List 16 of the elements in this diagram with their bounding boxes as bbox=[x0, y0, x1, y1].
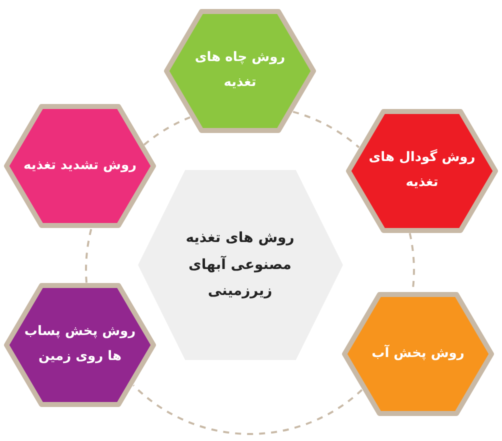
hexagon-node bbox=[4, 104, 156, 228]
dashed-ring-arc bbox=[143, 116, 190, 146]
node-label: روش چاه های تغذیه bbox=[194, 49, 286, 92]
node-label: روش پخش آب bbox=[372, 344, 464, 363]
hexagon-node bbox=[4, 283, 156, 407]
node-label: روش گودال های تغذیه bbox=[368, 148, 476, 192]
node-label: روش تشدید تغذیه bbox=[23, 156, 137, 175]
dashed-ring-arc bbox=[292, 110, 360, 148]
hexagon-node bbox=[164, 9, 316, 133]
node-label: روش پخش پساب ها روی زمین bbox=[23, 323, 137, 366]
hexagon-node bbox=[342, 292, 494, 416]
hexagon-node bbox=[138, 170, 342, 360]
node-label: روش های تغذیه مصنوعی آبهای زیرزمینی bbox=[184, 229, 296, 302]
dashed-ring-arc bbox=[85, 228, 92, 283]
dashed-ring-arc bbox=[132, 384, 363, 435]
hexagon-node bbox=[346, 109, 498, 233]
